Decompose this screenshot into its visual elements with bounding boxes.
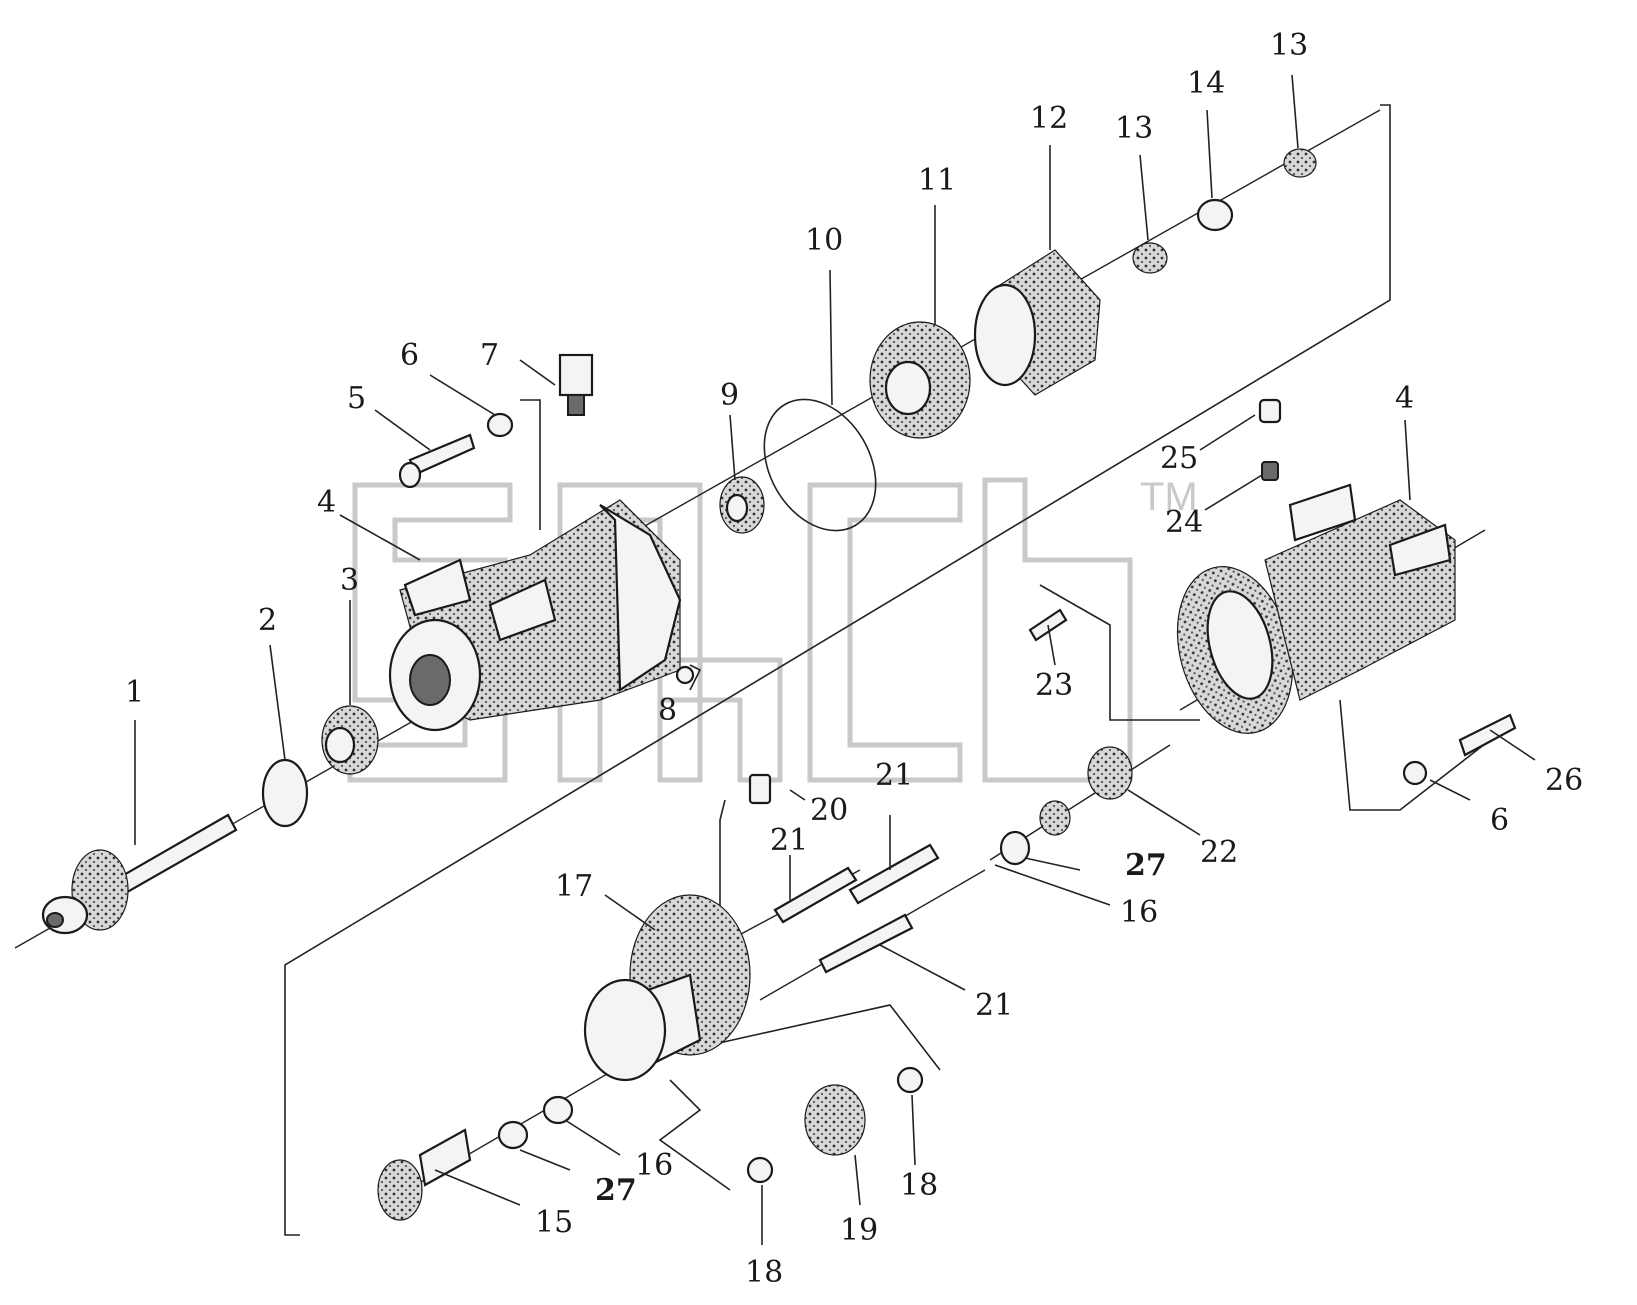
label-2: 2 bbox=[258, 603, 277, 638]
label-26: 26 bbox=[1545, 763, 1583, 798]
label-27-bottom: 27 bbox=[595, 1173, 637, 1208]
label-13-mid: 13 bbox=[1115, 111, 1153, 146]
label-9: 9 bbox=[720, 378, 739, 413]
label-17: 17 bbox=[555, 869, 593, 904]
label-19: 19 bbox=[840, 1213, 878, 1248]
label-21-top: 21 bbox=[875, 758, 913, 793]
label-16-bottom: 16 bbox=[635, 1148, 673, 1183]
label-25: 25 bbox=[1160, 441, 1198, 476]
label-10: 10 bbox=[805, 223, 843, 258]
label-16-right: 16 bbox=[1120, 895, 1158, 930]
label-12: 12 bbox=[1030, 101, 1068, 136]
label-18-right: 18 bbox=[900, 1168, 938, 1203]
label-11: 11 bbox=[918, 163, 956, 198]
part-3-bearing bbox=[321, 705, 379, 775]
label-22: 22 bbox=[1200, 835, 1238, 870]
part-2-ring bbox=[261, 758, 309, 828]
callout-labels: 1 2 3 4 4 5 6 6 7 8 9 10 11 12 13 13 14 … bbox=[125, 28, 1583, 1290]
label-21-left: 21 bbox=[770, 823, 808, 858]
label-5: 5 bbox=[347, 381, 366, 416]
small-parts-left bbox=[398, 353, 695, 685]
label-15: 15 bbox=[535, 1205, 573, 1240]
parts-11-14 bbox=[869, 148, 1317, 439]
label-13-top: 13 bbox=[1270, 28, 1308, 63]
part-1-shaft bbox=[41, 813, 238, 935]
label-1: 1 bbox=[125, 675, 144, 710]
label-18-bottom: 18 bbox=[745, 1255, 783, 1290]
label-8: 8 bbox=[658, 693, 677, 728]
parts-right-small bbox=[999, 608, 1517, 866]
label-6-right: 6 bbox=[1490, 803, 1509, 838]
label-4-right: 4 bbox=[1395, 381, 1414, 416]
left-housing bbox=[388, 499, 682, 732]
label-14: 14 bbox=[1187, 66, 1225, 101]
label-6-left: 6 bbox=[400, 338, 419, 373]
label-4-left: 4 bbox=[317, 485, 336, 520]
part-9-10 bbox=[719, 398, 877, 534]
label-24: 24 bbox=[1165, 505, 1203, 540]
label-7: 7 bbox=[480, 338, 499, 373]
label-21-lower: 21 bbox=[975, 988, 1013, 1023]
right-housing bbox=[1176, 398, 1456, 734]
label-3: 3 bbox=[340, 563, 359, 598]
watermark-tm: TM bbox=[1140, 475, 1198, 519]
lower-differential bbox=[377, 773, 940, 1221]
leader-lines bbox=[134, 74, 1536, 1245]
label-23: 23 bbox=[1035, 668, 1073, 703]
label-27-right: 27 bbox=[1125, 848, 1167, 883]
label-20: 20 bbox=[810, 793, 848, 828]
